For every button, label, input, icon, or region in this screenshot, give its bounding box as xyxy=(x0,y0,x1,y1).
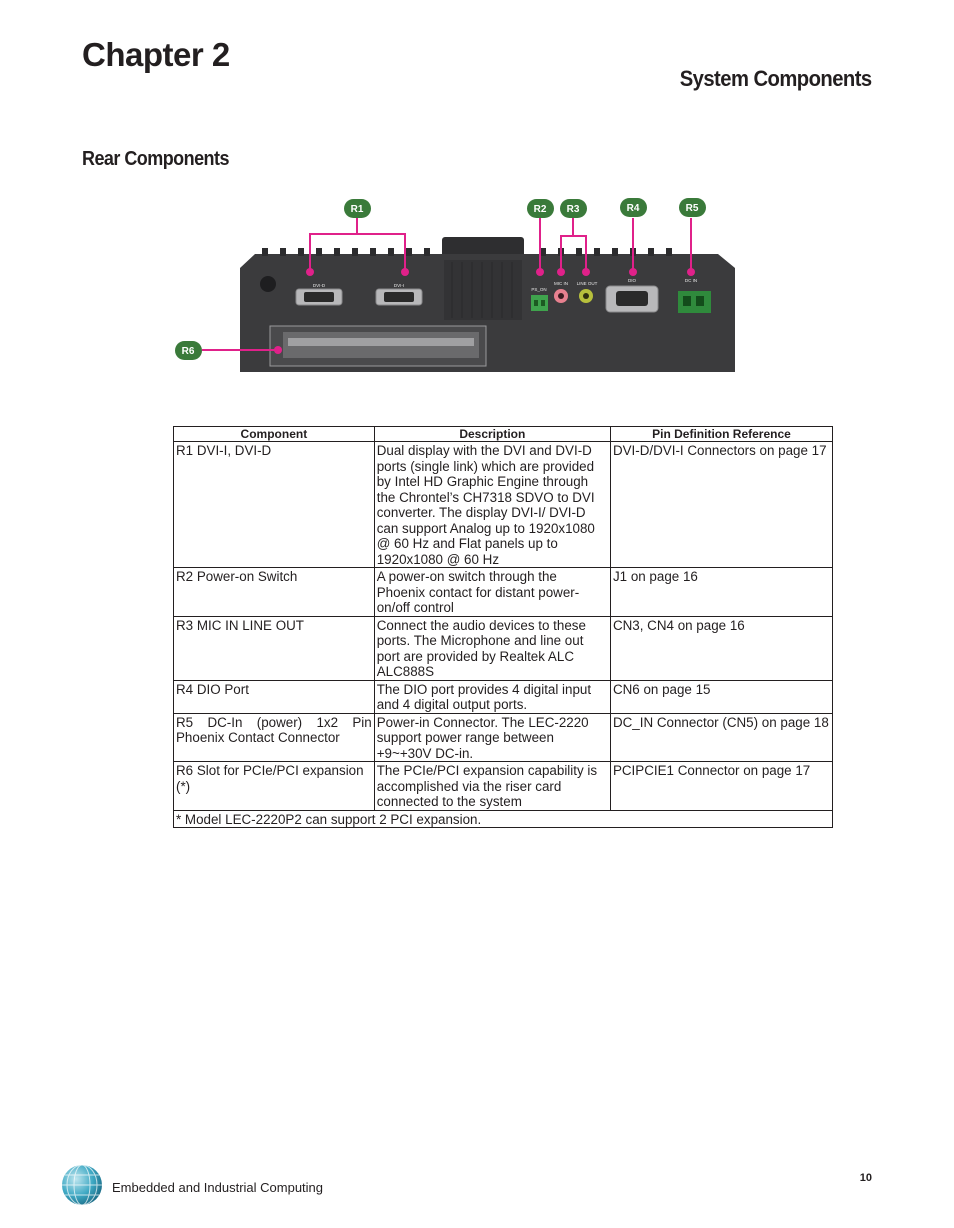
cell-description: The PCIe/PCI expansion capability is acc… xyxy=(373,761,611,811)
table-row: R4 DIO Port The DIO port provides 4 digi… xyxy=(173,679,834,714)
cell-component: R1 DVI-I, DVI-D xyxy=(173,441,375,568)
cell-component: R6 Slot for PCIe/PCI expansion (*) xyxy=(173,761,375,811)
callout-r5: R5 xyxy=(679,198,706,217)
cell-reference: CN3, CN4 on page 16 xyxy=(609,615,834,681)
cell-reference: PCIPCIE1 Connector on page 17 xyxy=(609,761,834,811)
cell-description: Power-in Connector. The LEC-2220 support… xyxy=(373,712,611,762)
mic-in-label: MIC IN xyxy=(554,281,568,286)
svg-text:R2: R2 xyxy=(534,204,547,215)
company-logo-icon xyxy=(62,1164,102,1206)
header-reference: Pin Definition Reference xyxy=(609,426,834,442)
subsection-title: Rear Components xyxy=(82,148,229,170)
cell-description: A power-on switch through the Phoenix co… xyxy=(373,567,611,617)
svg-text:R5: R5 xyxy=(686,203,699,214)
callout-leaders xyxy=(202,218,692,351)
footer-text: Embedded and Industrial Computing xyxy=(112,1180,324,1195)
callout-r4: R4 xyxy=(620,198,647,217)
svg-text:R6: R6 xyxy=(182,346,195,357)
section-title: System Components xyxy=(680,66,872,91)
header-description: Description xyxy=(373,426,611,442)
callout-r1: R1 xyxy=(344,199,371,218)
dc-in-label: DC IN xyxy=(685,278,697,283)
svg-text:R1: R1 xyxy=(351,204,364,215)
callout-r3: R3 xyxy=(560,199,587,218)
cell-component: R3 MIC IN LINE OUT xyxy=(173,615,375,681)
table-footnote: * Model LEC-2220P2 can support 2 PCI exp… xyxy=(173,809,833,828)
chapter-title: Chapter 2 xyxy=(82,36,230,73)
table-row: R1 DVI-I, DVI-D Dual display with the DV… xyxy=(173,441,834,568)
line-out-label: LINE OUT xyxy=(577,281,598,286)
cell-component: R4 DIO Port xyxy=(173,679,375,714)
page-number: 10 xyxy=(859,1172,872,1184)
components-table: Component Description Pin Definition Ref… xyxy=(173,426,834,828)
table-row: R5 DC-In (power) 1x2 Pin Phoenix Contact… xyxy=(173,712,834,762)
dio-label: DIO xyxy=(628,278,637,283)
dvi-i-label: DVI-I xyxy=(394,283,404,288)
table-footnote-row: * Model LEC-2220P2 can support 2 PCI exp… xyxy=(173,809,833,828)
table-row: R6 Slot for PCIe/PCI expansion (*) The P… xyxy=(173,761,834,811)
dvi-d-label: DVI-D xyxy=(313,283,326,288)
cell-reference: DVI-D/DVI-I Connectors on page 17 xyxy=(609,441,834,568)
svg-text:R4: R4 xyxy=(627,203,640,214)
callout-r6: R6 xyxy=(175,341,202,360)
cell-component: R5 DC-In (power) 1x2 Pin Phoenix Contact… xyxy=(173,712,375,762)
callout-r2: R2 xyxy=(527,199,554,218)
svg-text:R3: R3 xyxy=(567,204,580,215)
cell-component: R2 Power-on Switch xyxy=(173,567,375,617)
chassis-image xyxy=(240,237,735,372)
cell-reference: J1 on page 16 xyxy=(609,567,834,617)
ps-on-label: PS_ON xyxy=(531,287,546,292)
rear-panel-figure: DVI-D DVI-I PS_ON MIC IN LINE OUT DIO DC… xyxy=(175,198,735,372)
table-row: R3 MIC IN LINE OUT Connect the audio dev… xyxy=(173,615,834,681)
table-header-row: Component Description Pin Definition Ref… xyxy=(173,426,834,442)
header-component: Component xyxy=(173,426,375,442)
table-row: R2 Power-on Switch A power-on switch thr… xyxy=(173,567,834,617)
cell-reference: CN6 on page 15 xyxy=(609,679,834,714)
cell-description: The DIO port provides 4 digital input an… xyxy=(373,679,611,714)
cell-reference: DC_IN Connector (CN5) on page 18 xyxy=(609,712,834,762)
cell-description: Connect the audio devices to these ports… xyxy=(373,615,611,681)
cell-description: Dual display with the DVI and DVI-D port… xyxy=(373,441,611,568)
